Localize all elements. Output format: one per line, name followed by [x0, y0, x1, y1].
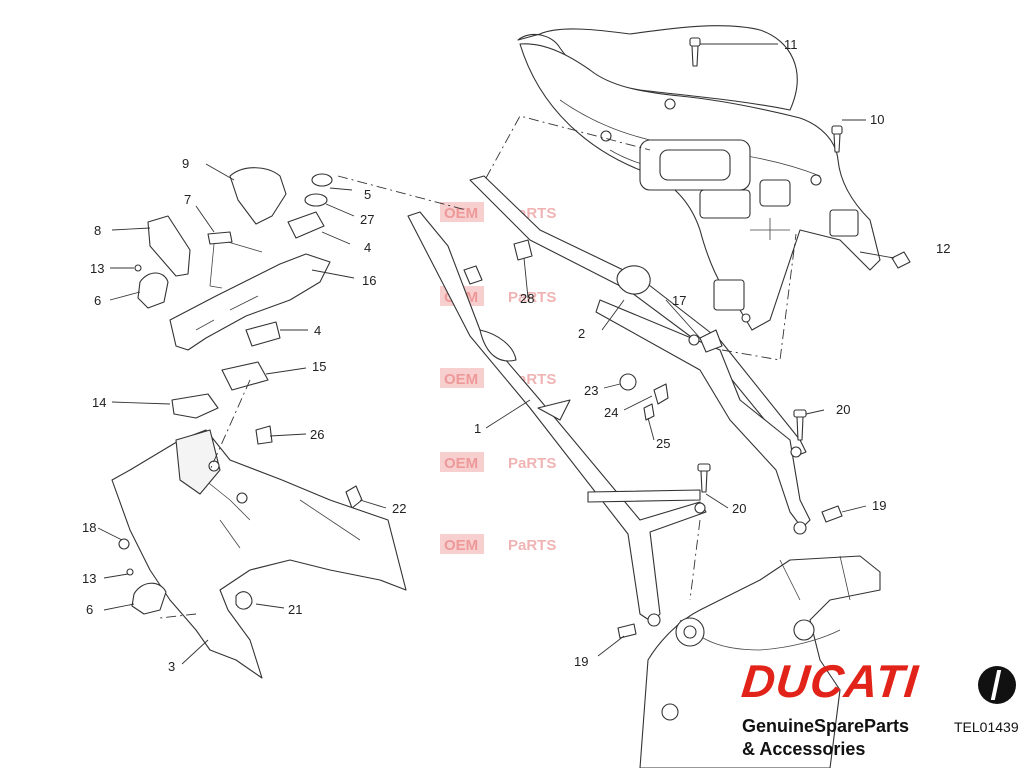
ducati-shield-icon — [978, 666, 1016, 704]
tagline-genuine-spare-parts: GenuineSpareParts — [742, 716, 910, 736]
hardware-parts — [463, 37, 911, 639]
callout-12: 12 — [936, 241, 950, 256]
callout-6-lower: 6 — [86, 602, 93, 617]
callout-24: 24 — [604, 405, 618, 420]
callout-28: 28 — [520, 291, 534, 306]
watermark-5: OEM PaRTS — [440, 534, 556, 554]
drawing-code: TEL01439 — [954, 719, 1019, 735]
ducati-logo-wordmark: DUCATI — [739, 655, 922, 707]
watermark-parts-text: PaRTS — [508, 537, 556, 554]
callout-21: 21 — [288, 602, 302, 617]
callout-labels: 11 10 9 5 27 4 7 16 8 13 6 28 2 17 4 15 … — [82, 37, 950, 674]
brand-block: DUCATI GenuineSpareParts & Accessories T… — [739, 655, 1024, 768]
watermark-oem-text: OEM — [444, 371, 478, 388]
tagline-accessories: & Accessories — [742, 739, 866, 759]
callout-19-lower: 19 — [574, 654, 588, 669]
callout-4-lower: 4 — [314, 323, 321, 338]
callout-26: 26 — [310, 427, 324, 442]
watermark-parts-text: PaRTS — [508, 289, 556, 306]
watermark-3: OEM PaRTS — [440, 368, 556, 388]
main-frame-section — [639, 555, 881, 768]
callout-18: 18 — [82, 520, 96, 535]
callout-3: 3 — [168, 659, 175, 674]
callout-11: 11 — [784, 37, 798, 52]
callout-13-upper: 13 — [90, 261, 104, 276]
callout-20-lower: 20 — [732, 501, 746, 516]
callout-25: 25 — [656, 436, 670, 451]
watermark-parts-text: PaRTS — [508, 455, 556, 472]
callout-6-upper: 6 — [94, 293, 101, 308]
callout-1: 1 — [474, 421, 481, 436]
callout-15: 15 — [312, 359, 326, 374]
callout-9: 9 — [182, 156, 189, 171]
callout-27: 27 — [360, 212, 374, 227]
watermark-4: OEM PaRTS — [440, 452, 556, 472]
watermark-oem-text: OEM — [444, 205, 478, 222]
callout-22: 22 — [392, 501, 406, 516]
callout-23: 23 — [584, 383, 598, 398]
watermark-oem-text: OEM — [444, 537, 478, 554]
callout-17: 17 — [672, 293, 686, 308]
callout-20-upper: 20 — [836, 402, 850, 417]
assembly-lines — [159, 115, 797, 619]
watermark-oem-text: OEM — [444, 455, 478, 472]
callout-2: 2 — [578, 326, 585, 341]
callout-4-upper: 4 — [364, 240, 371, 255]
watermark-group: OEM PaRTS OEM PaRTS OEM PaRTS OEM PaRTS … — [440, 202, 556, 554]
license-holder-assembly — [111, 167, 407, 679]
leader-lines — [97, 43, 895, 665]
callout-19-upper: 19 — [872, 498, 886, 513]
callout-13-lower: 13 — [82, 571, 96, 586]
callout-10: 10 — [870, 112, 884, 127]
callout-8: 8 — [94, 223, 101, 238]
callout-14: 14 — [92, 395, 106, 410]
tail-body-assembly — [517, 25, 881, 331]
callout-16: 16 — [362, 273, 376, 288]
callout-5: 5 — [364, 187, 371, 202]
callout-7: 7 — [184, 192, 191, 207]
